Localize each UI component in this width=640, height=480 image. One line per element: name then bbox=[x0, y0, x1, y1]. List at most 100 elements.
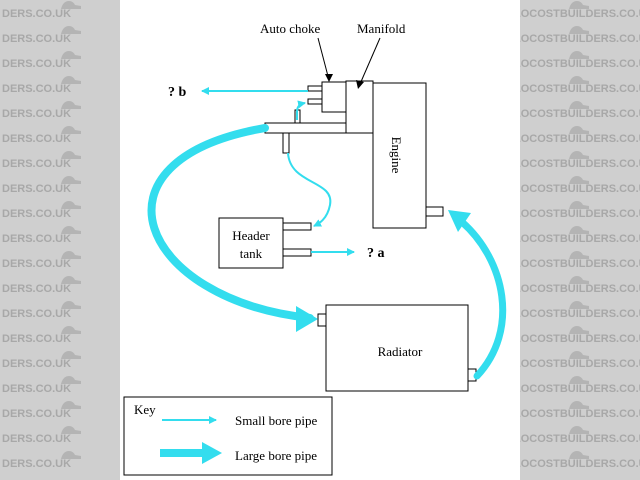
watermark-row: LOCOSTBUILDERS.CO.UK bbox=[520, 371, 640, 397]
watermark-text: DERS.CO.UK bbox=[2, 58, 72, 70]
car-silhouette-icon bbox=[568, 347, 590, 359]
manifold-label: Manifold bbox=[357, 21, 406, 36]
watermark-row: DERS.CO.UK bbox=[0, 296, 120, 322]
watermark-text: DERS.CO.UK bbox=[2, 33, 72, 45]
header-tank-upper-nozzle bbox=[282, 222, 312, 231]
watermark-row: DERS.CO.UK bbox=[0, 246, 120, 272]
car-silhouette-icon bbox=[568, 147, 590, 159]
watermark-row: LOCOSTBUILDERS.CO.UK bbox=[520, 321, 640, 347]
choke-nozzle-upper bbox=[307, 85, 323, 92]
watermark-row: DERS.CO.UK bbox=[0, 221, 120, 247]
header-tank bbox=[218, 217, 284, 269]
car-silhouette-icon bbox=[568, 97, 590, 109]
watermark-text: LOCOSTBUILDERS.CO.UK bbox=[520, 258, 640, 270]
watermark-text: LOCOSTBUILDERS.CO.UK bbox=[520, 58, 640, 70]
car-silhouette-icon bbox=[60, 247, 82, 259]
key-title: Key bbox=[134, 402, 156, 417]
watermark-text: LOCOSTBUILDERS.CO.UK bbox=[520, 8, 640, 20]
auto-choke-label: Auto choke bbox=[260, 21, 321, 36]
watermark-row: LOCOSTBUILDERS.CO.UK bbox=[520, 146, 640, 172]
key-small-bore-label: Small bore pipe bbox=[235, 413, 318, 428]
watermark-row: DERS.CO.UK bbox=[0, 346, 120, 372]
header-tank-label-line1: Header bbox=[232, 228, 270, 243]
key-large-bore-label: Large bore pipe bbox=[235, 448, 317, 463]
radiator-label: Radiator bbox=[378, 344, 423, 359]
watermark-text: DERS.CO.UK bbox=[2, 358, 72, 370]
watermark-text: DERS.CO.UK bbox=[2, 383, 72, 395]
watermark-text: DERS.CO.UK bbox=[2, 433, 72, 445]
car-silhouette-icon bbox=[60, 347, 82, 359]
watermark-row: LOCOSTBUILDERS.CO.UK bbox=[520, 221, 640, 247]
watermark-row: DERS.CO.UK bbox=[0, 96, 120, 122]
watermark-row: LOCOSTBUILDERS.CO.UK bbox=[520, 196, 640, 222]
engine-label: Engine bbox=[389, 137, 404, 174]
watermark-text: DERS.CO.UK bbox=[2, 258, 72, 270]
watermark-row: DERS.CO.UK bbox=[0, 146, 120, 172]
large-pipe-arrowhead-radiator bbox=[296, 306, 318, 332]
car-silhouette-icon bbox=[60, 172, 82, 184]
rail-stub-left bbox=[282, 132, 290, 154]
watermark-row: DERS.CO.UK bbox=[0, 171, 120, 197]
watermark-text: DERS.CO.UK bbox=[2, 308, 72, 320]
watermark-text: LOCOSTBUILDERS.CO.UK bbox=[520, 333, 640, 345]
auto-choke bbox=[321, 81, 347, 113]
car-silhouette-icon bbox=[60, 197, 82, 209]
header-tank-lower-nozzle bbox=[282, 248, 312, 257]
watermark-text: DERS.CO.UK bbox=[2, 408, 72, 420]
watermark-text: DERS.CO.UK bbox=[2, 108, 72, 120]
manifold-pointer-head bbox=[356, 80, 364, 89]
watermark-text: DERS.CO.UK bbox=[2, 333, 72, 345]
car-silhouette-icon bbox=[60, 147, 82, 159]
watermark-row: LOCOSTBUILDERS.CO.UK bbox=[520, 246, 640, 272]
watermark-row: DERS.CO.UK bbox=[0, 396, 120, 422]
watermark-text: LOCOSTBUILDERS.CO.UK bbox=[520, 208, 640, 220]
car-silhouette-icon bbox=[568, 122, 590, 134]
car-silhouette-icon bbox=[568, 247, 590, 259]
header-tank-label-line2: tank bbox=[240, 246, 263, 261]
watermark-text: LOCOSTBUILDERS.CO.UK bbox=[520, 133, 640, 145]
manifold-water-rail bbox=[264, 122, 347, 134]
key-large-bore-arrowhead bbox=[202, 442, 222, 464]
car-silhouette-icon bbox=[568, 297, 590, 309]
watermark-text: DERS.CO.UK bbox=[2, 133, 72, 145]
car-silhouette-icon bbox=[568, 172, 590, 184]
watermark-row: LOCOSTBUILDERS.CO.UK bbox=[520, 71, 640, 97]
manifold-pointer bbox=[359, 37, 381, 85]
watermark-row: LOCOSTBUILDERS.CO.UK bbox=[520, 0, 640, 22]
unknown-b-label: ? b bbox=[168, 85, 187, 100]
car-silhouette-icon bbox=[568, 447, 590, 459]
car-silhouette-icon bbox=[568, 22, 590, 34]
watermark-row: DERS.CO.UK bbox=[0, 271, 120, 297]
unknown-a-label: ? a bbox=[367, 246, 385, 261]
watermark-row: LOCOSTBUILDERS.CO.UK bbox=[520, 46, 640, 72]
watermark-text: LOCOSTBUILDERS.CO.UK bbox=[520, 158, 640, 170]
large-pipe-radiator-to-engine bbox=[458, 218, 507, 380]
watermark-row: DERS.CO.UK bbox=[0, 46, 120, 72]
watermark-text: LOCOSTBUILDERS.CO.UK bbox=[520, 183, 640, 195]
car-silhouette-icon bbox=[60, 47, 82, 59]
watermark-row: DERS.CO.UK bbox=[0, 421, 120, 447]
car-silhouette-icon bbox=[60, 0, 82, 9]
car-silhouette-icon bbox=[60, 297, 82, 309]
watermark-text: LOCOSTBUILDERS.CO.UK bbox=[520, 408, 640, 420]
watermark-row: LOCOSTBUILDERS.CO.UK bbox=[520, 446, 640, 472]
watermark-row: DERS.CO.UK bbox=[0, 21, 120, 47]
radiator bbox=[325, 304, 469, 392]
watermark-text: LOCOSTBUILDERS.CO.UK bbox=[520, 233, 640, 245]
watermark-text: DERS.CO.UK bbox=[2, 83, 72, 95]
watermark-row: DERS.CO.UK bbox=[0, 121, 120, 147]
car-silhouette-icon bbox=[568, 372, 590, 384]
watermark-row: LOCOSTBUILDERS.CO.UK bbox=[520, 121, 640, 147]
car-silhouette-icon bbox=[60, 272, 82, 284]
auto-choke-pointer bbox=[317, 37, 330, 81]
watermark-text: LOCOSTBUILDERS.CO.UK bbox=[520, 308, 640, 320]
watermark-text: LOCOSTBUILDERS.CO.UK bbox=[520, 358, 640, 370]
car-silhouette-icon bbox=[568, 322, 590, 334]
car-silhouette-icon bbox=[60, 447, 82, 459]
watermark-text: LOCOSTBUILDERS.CO.UK bbox=[520, 283, 640, 295]
car-silhouette-icon bbox=[60, 422, 82, 434]
car-silhouette-icon bbox=[60, 322, 82, 334]
car-silhouette-icon bbox=[60, 372, 82, 384]
